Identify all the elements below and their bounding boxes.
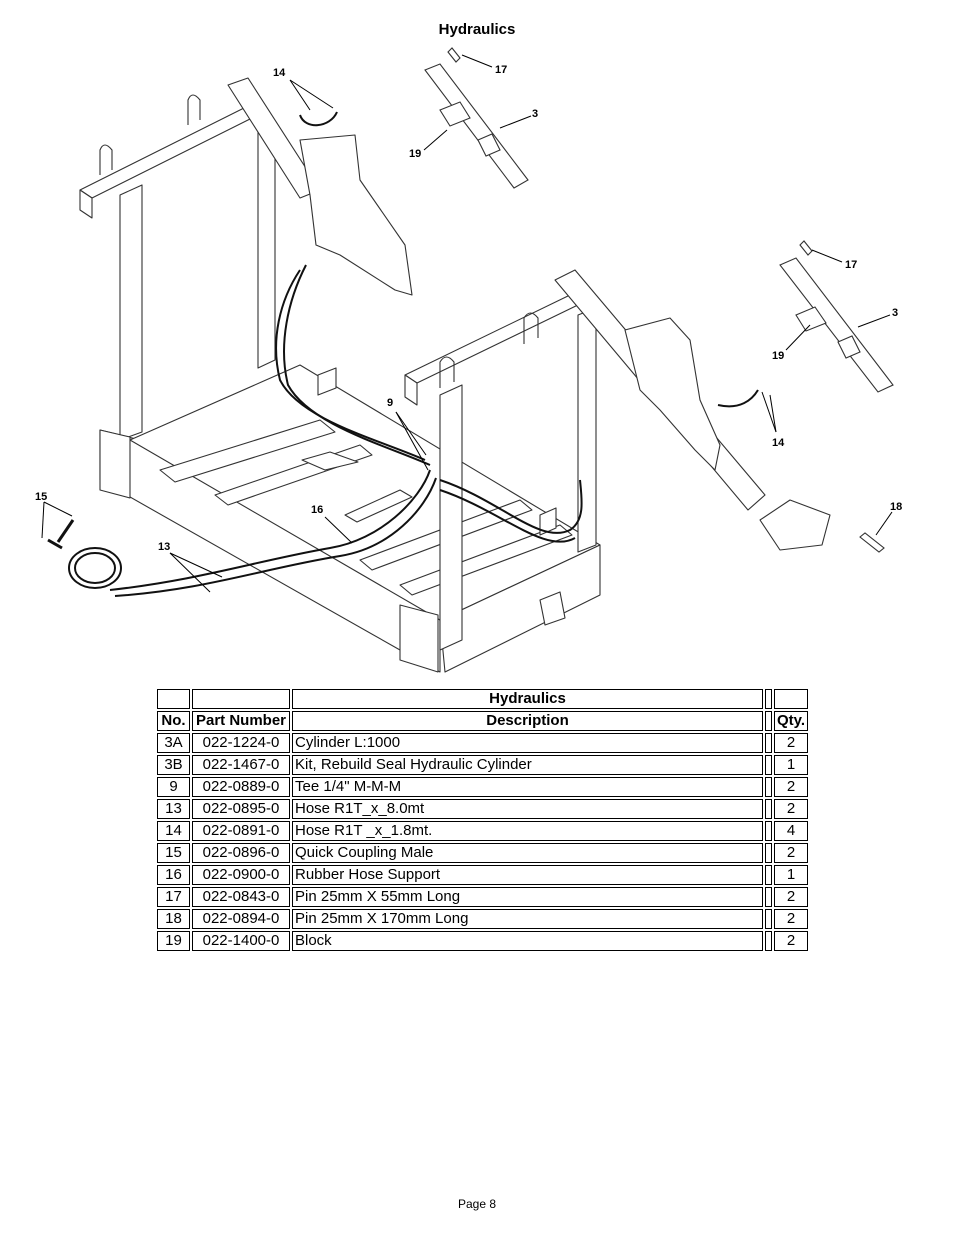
header-no: No. bbox=[157, 711, 190, 731]
pin-17-top bbox=[447, 47, 461, 63]
callout-16: 16 bbox=[311, 504, 323, 516]
page-number: Page 8 bbox=[457, 1197, 497, 1211]
table-row: 15 022-0896-0 Quick Coupling Male 2 bbox=[157, 843, 809, 863]
table-row: 14 022-0891-0 Hose R1T _x_1.8mt. 4 bbox=[157, 821, 809, 841]
hose-13-coil bbox=[68, 547, 122, 589]
callout-14-top: 14 bbox=[273, 67, 286, 79]
table-row: 17 022-0843-0 Pin 25mm X 55mm Long 2 bbox=[157, 887, 809, 907]
callout-17-top: 17 bbox=[495, 64, 507, 76]
frame-right-top-channel bbox=[404, 294, 583, 384]
mounting-bracket bbox=[759, 499, 831, 551]
frame-left-top-channel bbox=[79, 104, 263, 199]
table-row: 18 022-0894-0 Pin 25mm X 170mm Long 2 bbox=[157, 909, 809, 929]
callout-14-right: 14 bbox=[772, 437, 785, 449]
callout-9: 9 bbox=[387, 397, 393, 409]
frame-base-crossmember bbox=[159, 419, 336, 483]
frame-left-post-back bbox=[119, 184, 143, 441]
page-title: Hydraulics bbox=[438, 21, 516, 38]
table-row: 9 022-0889-0 Tee 1/4" M-M-M 2 bbox=[157, 777, 809, 797]
table-row: 3A 022-1224-0 Cylinder L:1000 2 bbox=[157, 733, 809, 753]
hose-14-top bbox=[299, 111, 338, 127]
hydraulic-cylinder-right bbox=[779, 257, 894, 393]
callout-15: 15 bbox=[35, 491, 47, 503]
table-section-title: Hydraulics bbox=[292, 689, 763, 709]
callout-3-top: 3 bbox=[532, 108, 538, 120]
table-header-row: No. Part Number Description Qty. bbox=[157, 711, 809, 731]
hydraulic-cylinder-top bbox=[424, 63, 529, 189]
frame-corner-plate-left bbox=[99, 429, 131, 499]
table-row: 3B 022-1467-0 Kit, Rebuild Seal Hydrauli… bbox=[157, 755, 809, 775]
callout-3-right: 3 bbox=[892, 307, 898, 319]
parts-table: Hydraulics No. Part Number Description Q… bbox=[155, 687, 810, 953]
frame-hook bbox=[99, 144, 113, 175]
frame-base-side-beam bbox=[439, 544, 601, 673]
callout-19-top: 19 bbox=[409, 148, 421, 160]
table-row: 16 022-0900-0 Rubber Hose Support 1 bbox=[157, 865, 809, 885]
hose-14-right bbox=[717, 389, 759, 408]
hydraulics-exploded-diagram: 14 17 3 19 17 3 19 14 9 15 16 13 18 bbox=[35, 47, 902, 673]
header-qty: Qty. bbox=[774, 711, 809, 731]
callout-19-right: 19 bbox=[772, 350, 784, 362]
callout-18: 18 bbox=[890, 501, 902, 513]
header-part-number: Part Number bbox=[192, 711, 290, 731]
hose-13 bbox=[109, 469, 431, 591]
hose-14-left bbox=[275, 269, 426, 461]
frame-left-post-rear bbox=[257, 122, 276, 369]
table-row: 13 022-0895-0 Hose R1T_x_8.0mt 2 bbox=[157, 799, 809, 819]
frame-right-post-front bbox=[439, 384, 463, 651]
pin-17-right bbox=[799, 240, 813, 256]
header-description: Description bbox=[292, 711, 763, 731]
table-row: 19 022-1400-0 Block 2 bbox=[157, 931, 809, 951]
frame-corner-plate-right bbox=[399, 604, 439, 673]
frame-left-bracket-plate bbox=[299, 134, 413, 296]
frame-right-bracket-plate bbox=[624, 317, 721, 471]
callout-17-right: 17 bbox=[845, 259, 857, 271]
table-title-row: Hydraulics bbox=[157, 689, 809, 709]
callout-13: 13 bbox=[158, 541, 170, 553]
pin-18 bbox=[859, 532, 885, 553]
